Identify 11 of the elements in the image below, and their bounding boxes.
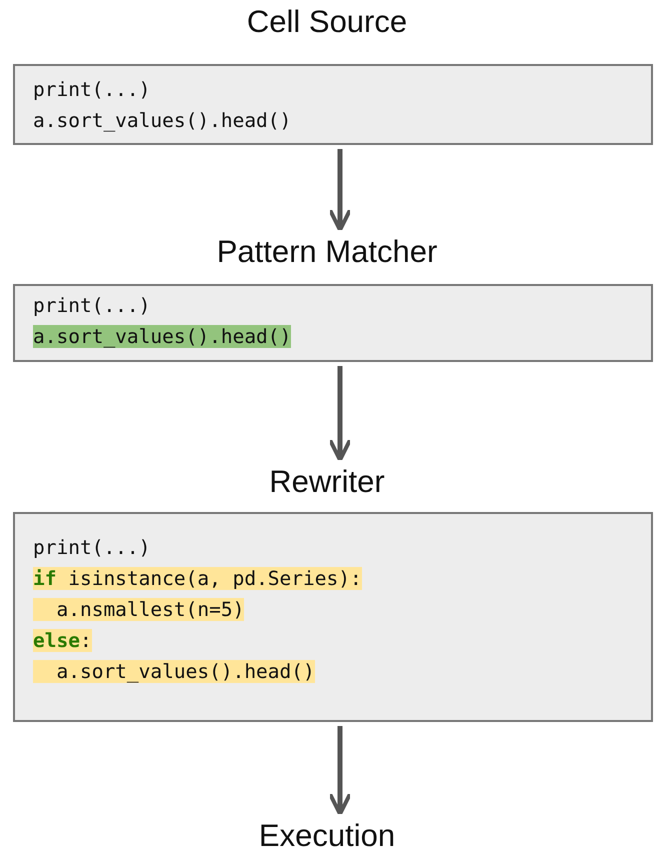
- heading: Rewriter: [269, 464, 385, 499]
- code-line: print(...): [33, 536, 150, 559]
- arrow: [328, 366, 352, 462]
- heading: Execution: [258, 818, 396, 853]
- code-line: print(...): [33, 78, 150, 101]
- code-line: a.sort_values().head(): [33, 109, 292, 132]
- code-line: print(...): [33, 294, 150, 317]
- arrow: [328, 726, 352, 816]
- heading: Pattern Matcher: [216, 234, 438, 269]
- arrow: [328, 149, 352, 232]
- heading: Cell Source: [246, 4, 408, 39]
